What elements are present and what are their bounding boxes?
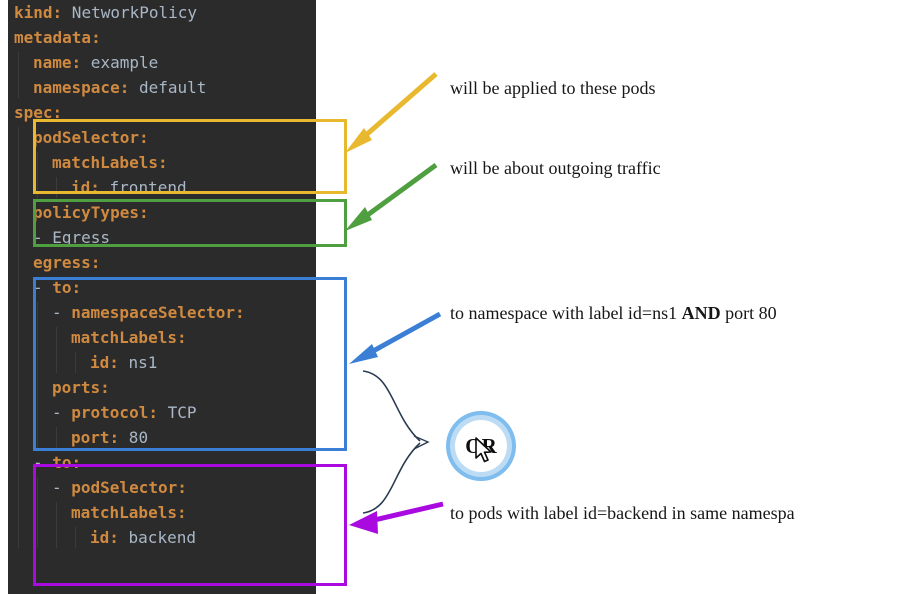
code-line: - to: bbox=[33, 278, 82, 297]
annotation-backend: to pods with label id=backend in same na… bbox=[450, 503, 795, 523]
code-line: id: ns1 bbox=[90, 353, 158, 372]
code-line: ports: bbox=[52, 378, 110, 397]
code-line: metadata: bbox=[14, 28, 101, 47]
code-line: port: 80 bbox=[71, 428, 149, 447]
code-line: - to: bbox=[33, 453, 82, 472]
code-line: matchLabels: bbox=[71, 503, 187, 522]
annotation-namespace: to namespace with label id=ns1 AND port … bbox=[450, 303, 777, 324]
yaml-code-block: kind: NetworkPolicy metadata: name: exampl… bbox=[8, 0, 316, 594]
code-line: - Egress bbox=[33, 228, 111, 247]
code-line: matchLabels: bbox=[52, 153, 168, 172]
yaml-code-lines: kind: NetworkPolicy metadata: name: exampl… bbox=[8, 0, 245, 550]
arrow-namespace bbox=[349, 311, 442, 364]
code-line: policyTypes: bbox=[33, 203, 149, 222]
annotation-namespace-and: AND bbox=[681, 303, 721, 323]
code-line: - protocol: TCP bbox=[52, 403, 197, 422]
code-line: matchLabels: bbox=[71, 328, 187, 347]
indent-guide bbox=[56, 327, 57, 373]
code-line: name: example bbox=[33, 53, 159, 72]
arrow-egress bbox=[345, 162, 438, 231]
code-line: - namespaceSelector: bbox=[52, 303, 245, 322]
indent-guide bbox=[37, 302, 38, 448]
indent-guide bbox=[18, 127, 19, 548]
code-line: namespace: default bbox=[33, 78, 207, 97]
indent-guide bbox=[56, 177, 57, 198]
code-line: spec: bbox=[14, 103, 63, 122]
indent-guide bbox=[37, 477, 38, 548]
annotation-egress: will be about outgoing traffic bbox=[450, 158, 661, 178]
annotation-pods: will be applied to these pods bbox=[450, 78, 656, 98]
indent-guide bbox=[18, 52, 19, 98]
indent-guide bbox=[56, 502, 57, 548]
code-line: kind: NetworkPolicy bbox=[14, 3, 198, 22]
indent-guide bbox=[75, 352, 76, 373]
code-line: egress: bbox=[33, 253, 101, 272]
or-brace bbox=[362, 370, 430, 514]
annotation-namespace-post: port 80 bbox=[720, 303, 777, 323]
highlight-box-podselector bbox=[33, 119, 347, 194]
highlight-box-egress-rule-2 bbox=[33, 464, 347, 586]
code-line: - podSelector: bbox=[52, 478, 187, 497]
code-line: id: backend bbox=[90, 528, 196, 547]
indent-guide bbox=[37, 152, 38, 198]
highlight-box-egress-rule-1 bbox=[33, 277, 347, 451]
annotation-namespace-pre: to namespace with label id=ns1 bbox=[450, 303, 682, 323]
mouse-pointer-icon bbox=[475, 437, 492, 463]
arrow-pods bbox=[345, 72, 438, 153]
highlight-box-policytypes bbox=[33, 199, 347, 247]
indent-guide bbox=[75, 527, 76, 548]
code-line: podSelector: bbox=[33, 128, 149, 147]
indent-guide bbox=[56, 427, 57, 448]
arrow-backend bbox=[349, 501, 444, 534]
